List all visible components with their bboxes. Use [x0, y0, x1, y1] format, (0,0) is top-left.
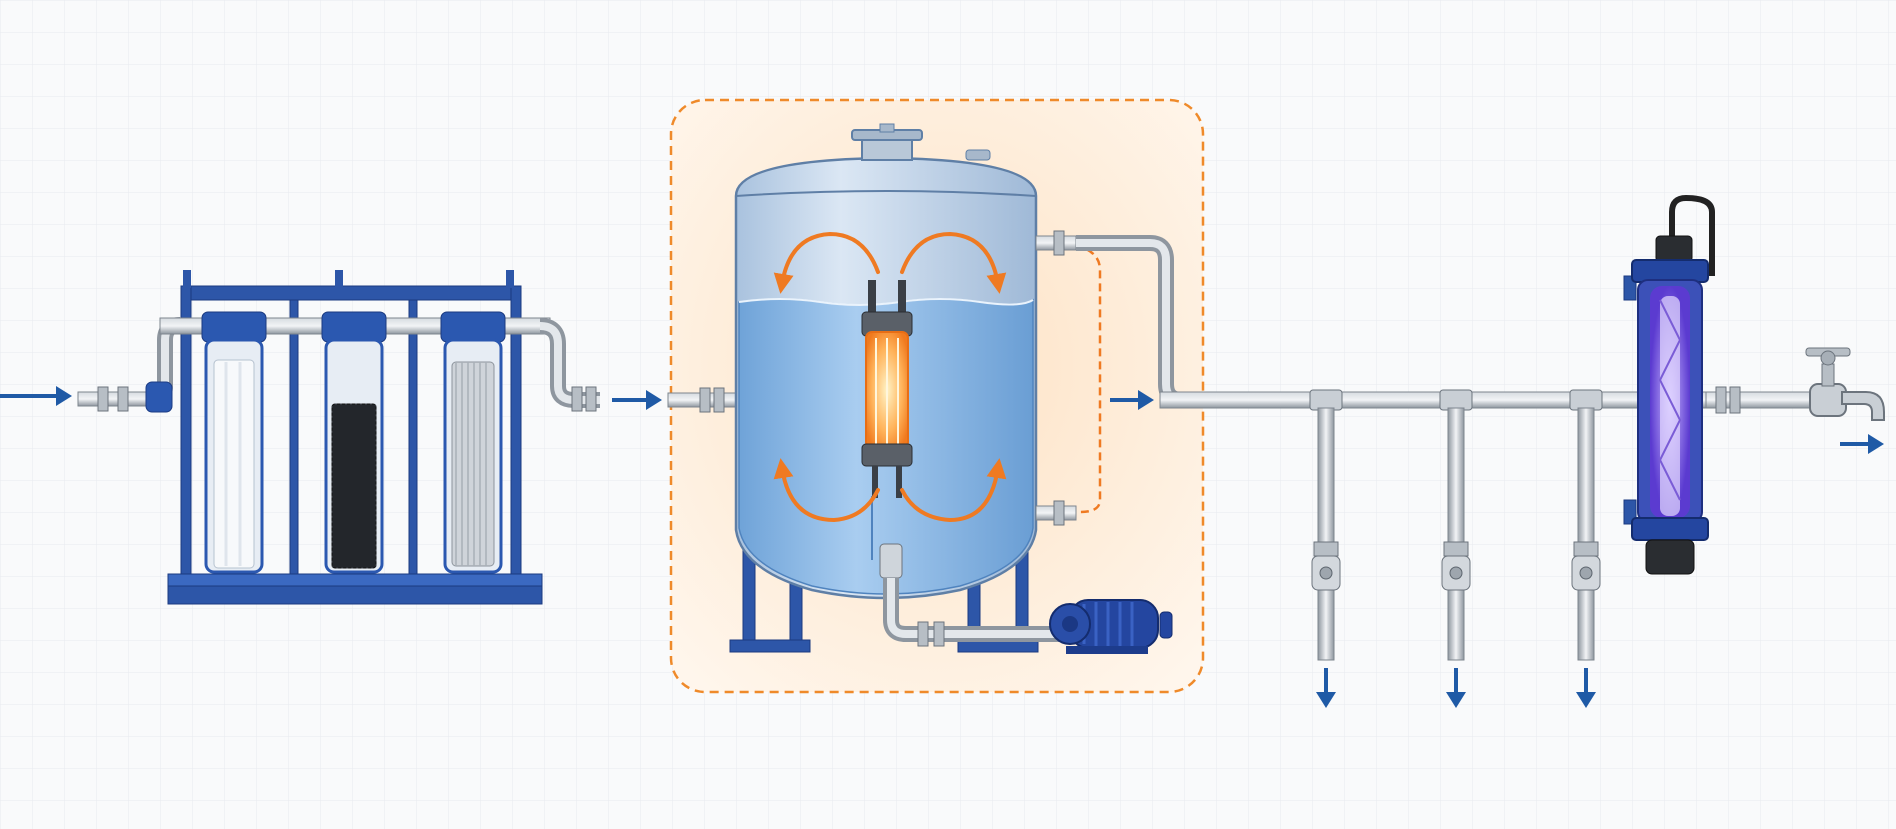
pleated-cartridge: [440, 311, 506, 574]
outlet-valve-3: [1571, 541, 1601, 591]
treatment-tank: [667, 123, 1173, 654]
outlet-arrow-3: [1576, 668, 1596, 708]
outlet-arrow: [1840, 434, 1884, 454]
inlet-arrow: [0, 386, 72, 406]
flow-arrow-to-tank: [612, 390, 662, 410]
circulation-arrows: [773, 231, 1007, 523]
outlet-arrow-2: [1446, 668, 1466, 708]
faucet-line: [1705, 386, 1817, 414]
uv-sterilizer: [1623, 194, 1715, 575]
distribution-manifold: [1076, 235, 1721, 708]
sediment-cartridge: [201, 311, 267, 574]
carbon-cartridge: [321, 311, 387, 574]
heater-element: [861, 280, 913, 560]
outlet-valve-2: [1441, 541, 1471, 591]
prefilter-rack: [77, 270, 600, 605]
circulation-pump: [1049, 599, 1173, 654]
flow-arrow-from-tank: [1110, 390, 1154, 410]
faucet: [1805, 347, 1885, 421]
outlet-valve-1: [1311, 541, 1341, 591]
outlet-arrow-1: [1316, 668, 1336, 708]
